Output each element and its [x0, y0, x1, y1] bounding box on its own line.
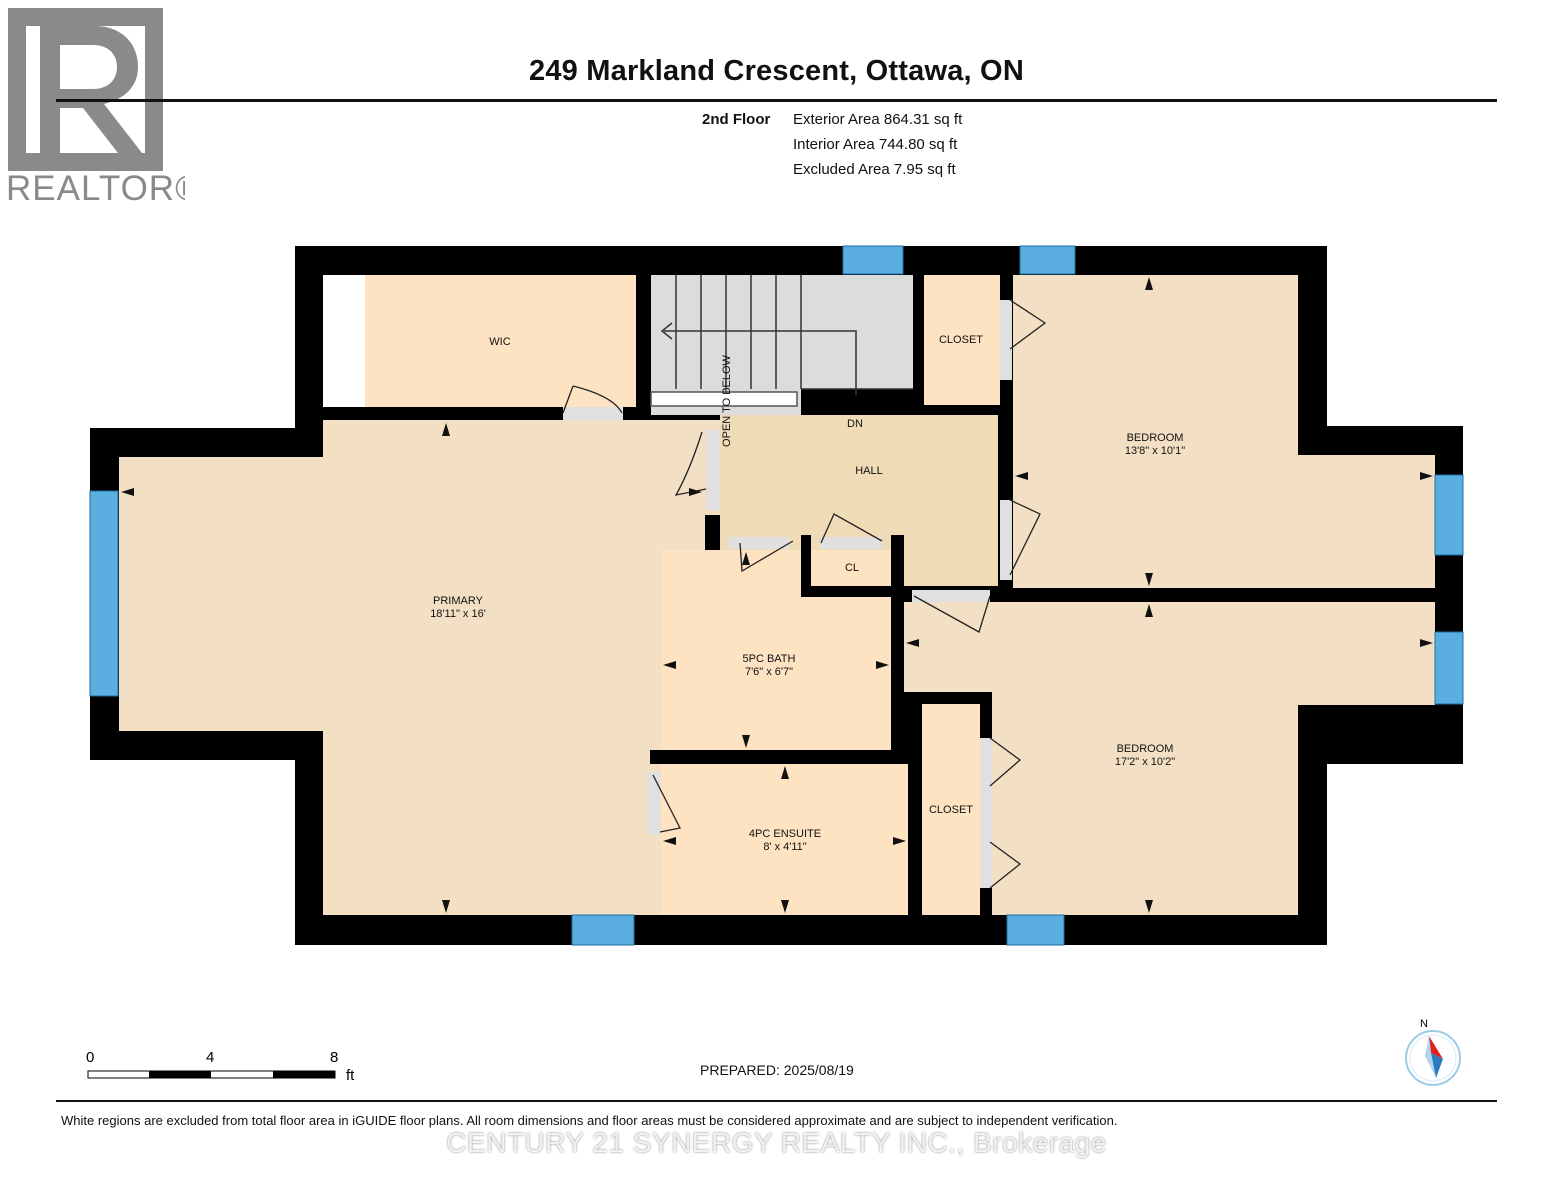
- interior-area: Interior Area 744.80 sq ft: [793, 136, 958, 153]
- label-open-to-below: OPEN TO BELOW: [721, 354, 733, 447]
- doors: [562, 299, 1047, 889]
- prepared-date: PREPARED: 2025/08/19: [700, 1062, 854, 1078]
- dimension-arrows: [121, 277, 1433, 913]
- scale-tick-0: 0: [86, 1049, 94, 1066]
- label-5pc-bath: 5PC BATH: [743, 653, 796, 665]
- scale-tick-4: 4: [206, 1049, 214, 1066]
- label-closet-mid: CLOSET: [929, 804, 973, 816]
- compass-icon: N: [1405, 1018, 1461, 1086]
- realtor-wordmark: REALTOR®: [6, 169, 185, 208]
- label-cl: CL: [845, 562, 859, 574]
- label-hall: HALL: [855, 465, 883, 477]
- realtor-logo: REALTOR®: [6, 8, 185, 208]
- interior-walls: [650, 535, 992, 764]
- exterior-area: Exterior Area 864.31 sq ft: [793, 111, 963, 128]
- scale-unit: ft: [346, 1067, 355, 1084]
- room-fills: [119, 275, 1435, 915]
- compass-north-label: N: [1420, 1018, 1428, 1030]
- header-divider: [56, 99, 1497, 102]
- label-bedroom-1: BEDROOM: [1127, 432, 1184, 444]
- floor-label: 2nd Floor: [702, 111, 771, 128]
- label-4pc-ensuite: 4PC ENSUITE: [749, 828, 821, 840]
- dims-5pc-bath: 7'6" x 6'7": [745, 666, 793, 678]
- dims-bedroom-1: 13'8" x 10'1": [1125, 445, 1185, 457]
- label-primary: PRIMARY: [433, 595, 484, 607]
- label-wic: WIC: [489, 336, 510, 348]
- realtor-r-icon: [8, 8, 163, 171]
- windows: [89, 245, 1464, 946]
- disclaimer-text: White regions are excluded from total fl…: [61, 1113, 1118, 1128]
- dims-primary: 18'11" x 16': [430, 608, 486, 620]
- dims-4pc-ensuite: 8' x 4'11": [763, 841, 806, 853]
- dims-bedroom-2: 17'2" x 10'2": [1115, 756, 1175, 768]
- brokerage-watermark: CENTURY 21 SYNERGY REALTY INC., Brokerag…: [446, 1127, 1107, 1158]
- scale-tick-8: 8: [330, 1049, 338, 1066]
- label-dn: DN: [847, 418, 863, 430]
- footer-divider: [56, 1100, 1497, 1102]
- excluded-area: Excluded Area 7.95 sq ft: [793, 161, 956, 178]
- label-bedroom-2: BEDROOM: [1117, 743, 1174, 755]
- floor-plan: WIC CLOSET OPEN TO BELOW DN HALL BEDROOM…: [89, 245, 1464, 946]
- scale-bar: 0 4 8 ft: [86, 1049, 355, 1084]
- room-labels: WIC CLOSET OPEN TO BELOW DN HALL BEDROOM…: [430, 334, 1185, 853]
- staircase: [650, 275, 913, 407]
- label-closet-top: CLOSET: [939, 334, 983, 346]
- page-title: 249 Markland Crescent, Ottawa, ON: [529, 55, 1024, 87]
